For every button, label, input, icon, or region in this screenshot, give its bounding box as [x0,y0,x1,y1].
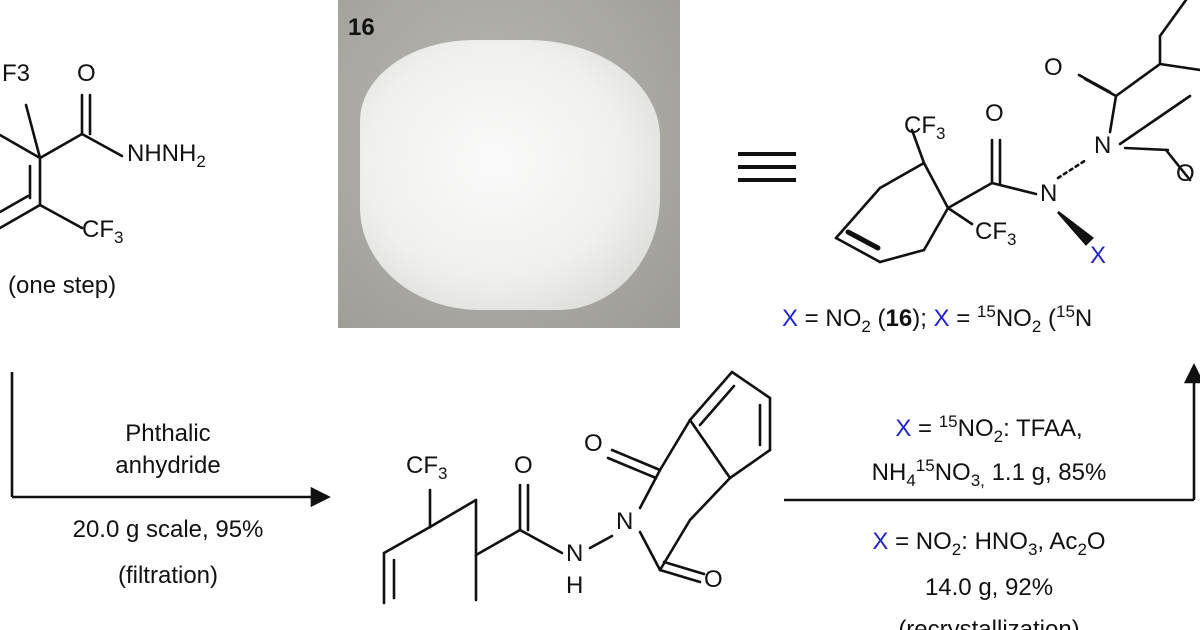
middle-compound-bonds [382,370,772,605]
middle-nh-nitrogen: N [566,540,584,567]
right-compound-bonds [834,0,1200,264]
product-photo: 16 [338,0,680,328]
right-cf3-bottom: CF3 [975,218,1017,249]
left-cf3-bottom: CF3 [82,216,124,247]
middle-cf3-top: CF3 [406,452,448,483]
middle-oxygen-amide: O [514,452,533,479]
right-oxygen-imide-bottom: O [1176,160,1195,187]
middle-n-imide: N [616,508,634,535]
step1-workup: (filtration) [117,562,219,589]
step2-line-b: NH415NO3, 1.1 g, 85% [871,456,1107,490]
middle-oxygen-imide-top: O [584,430,603,457]
reaction-arrows [10,363,1200,508]
right-oxygen-amide: O [985,100,1004,127]
step2-line-a: X = 15NO2: TFAA, [895,412,1083,446]
left-oxygen: O [77,60,96,87]
right-cf3-top: CF3 [904,112,946,143]
step1-yield: 20.0 g scale, 95% [72,516,264,543]
right-oxygen-imide-top: O [1044,54,1063,81]
step2-line-c: X = NO2: HNO3, Ac2O [872,528,1106,559]
step2-line-e: (recrystallization) [898,616,1080,630]
left-hydrazide: NHNH2 [127,140,206,171]
right-n-amide: N [1040,180,1058,207]
equivalence-symbol [738,152,796,191]
left-cf3-top: F3 [2,60,31,87]
right-x-label: X [1090,242,1107,269]
left-compound-bonds [0,93,124,230]
step2-line-d: 14.0 g, 92% [924,574,1054,601]
left-note: (one step) [8,272,117,299]
middle-nh-hydrogen: H [566,572,584,599]
middle-oxygen-imide-bottom: O [704,566,723,593]
right-caption: X = NO2 (16); X = 15NO2 (15N [782,302,1093,336]
white-powder-image [360,40,660,310]
photo-label: 16 [348,14,375,41]
step1-reagent-line2: anhydride [115,452,221,479]
step1-reagent-line1: Phthalic [125,420,211,447]
right-n-imide: N [1094,132,1112,159]
